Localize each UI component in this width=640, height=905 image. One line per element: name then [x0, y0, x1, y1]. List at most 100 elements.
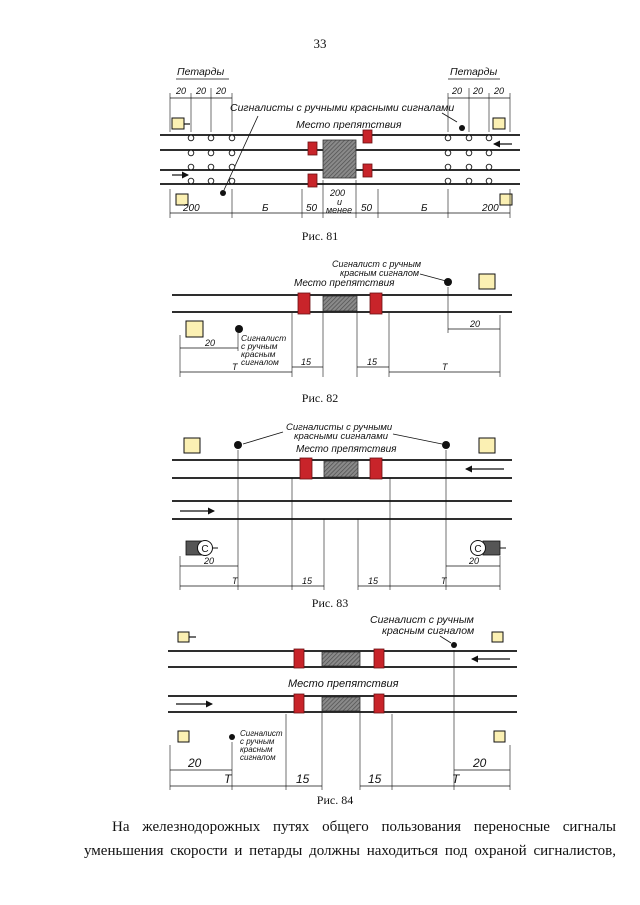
- leader-signalmen-right: [392, 433, 443, 445]
- dim-200-center-l3: менее: [326, 205, 352, 215]
- label-obstacle: Место препятствия: [294, 278, 395, 289]
- label-signalman-top-l1: Сигналист с ручным: [370, 614, 474, 626]
- leader-signalman-top: [419, 273, 447, 282]
- dim-20-right: 20: [472, 756, 487, 770]
- stop-signal-3: [293, 693, 305, 714]
- signalman-top-right: [444, 278, 452, 286]
- figure-84: Сигналист с ручным красным сигналом Мест…: [168, 614, 517, 807]
- dim-20-b: 20: [195, 86, 206, 96]
- dims: [169, 650, 511, 790]
- label-signalman-left-l3: красным: [240, 745, 273, 754]
- obstacle-zone-top: [321, 651, 361, 667]
- dim-t-right: Т: [452, 772, 461, 786]
- stop-signal-4: [362, 163, 373, 178]
- label-obstacle: Место препятствия: [296, 444, 397, 455]
- reduce-speed-signal-bottom-left: [185, 320, 204, 338]
- reduce-speed-signal-top-right: [492, 117, 506, 130]
- body-line-1: На железнодорожных путях общего пользова…: [112, 819, 616, 835]
- obstacle-zone-bottom: [321, 696, 361, 712]
- petards-right: [444, 134, 493, 185]
- dim-200-right: 200: [481, 203, 499, 214]
- stop-signal-1: [307, 141, 318, 156]
- stop-signal-3: [362, 129, 373, 144]
- reduce-speed-signal-bottom-left: [177, 730, 190, 743]
- obstacle-zone: [322, 139, 357, 179]
- label-signalman-left-l4: сигналом: [240, 753, 276, 762]
- obstacle-zone: [322, 295, 358, 312]
- reduce-speed-signal-bottom-right: [499, 193, 513, 206]
- dim-20-e: 20: [472, 86, 483, 96]
- leader-signalman-top: [439, 635, 452, 644]
- dims: [179, 450, 501, 590]
- signalman-bottom-left: [235, 325, 243, 333]
- leader-signalmen-right: [441, 112, 458, 123]
- dim-15-left: 15: [302, 576, 313, 586]
- stop-signal-left: [297, 292, 311, 315]
- label-signalmen-l1: Сигналисты с ручными: [286, 422, 393, 433]
- dim-20-d: 20: [451, 86, 462, 96]
- body-line-2: уменьшения скорости и петарды должны нах…: [84, 843, 616, 859]
- label-obstacle: Место препятствия: [288, 678, 399, 690]
- stop-signal-4: [373, 693, 385, 714]
- stop-signal-right: [369, 292, 383, 315]
- dim-t-left: Т: [224, 772, 233, 786]
- stop-signal-2: [373, 648, 385, 669]
- dim-50-left: 50: [306, 203, 318, 214]
- speed-sign-left: С: [185, 540, 218, 556]
- speed-letter-right: С: [474, 544, 481, 555]
- reduce-speed-signal-top-left: [183, 437, 201, 454]
- dim-15-right: 15: [367, 357, 378, 367]
- dim-20-f: 20: [493, 86, 504, 96]
- signalman-top-left: [234, 441, 242, 449]
- petard-dims-left: 20 20 20: [169, 86, 233, 132]
- petards-left: [187, 134, 236, 185]
- signalman-top-right: [459, 125, 465, 131]
- page-number: 33: [313, 36, 327, 51]
- dim-20-c: 20: [215, 86, 226, 96]
- reduce-speed-signal-top-right: [491, 631, 504, 643]
- stop-signal-2: [307, 173, 318, 188]
- obstacle-zone: [323, 460, 359, 478]
- label-signalman-left-l1: Сигналист: [241, 333, 286, 343]
- caption-fig-84: Рис. 84: [317, 793, 353, 807]
- caption-fig-81: Рис. 81: [302, 229, 338, 243]
- dim-20-left: 20: [203, 556, 214, 566]
- dim-t-left: Т: [232, 576, 239, 586]
- dim-200-center-l2: и: [337, 197, 342, 207]
- stop-signal-1: [293, 648, 305, 669]
- figure-83: Сигналисты с ручными красными сигналами …: [172, 422, 512, 610]
- dims: [179, 287, 501, 377]
- dim-20-right: 20: [468, 556, 479, 566]
- label-signalman-left-l1: Сигналист: [240, 729, 283, 738]
- label-signalman-top-l1: Сигналист с ручным: [332, 259, 421, 269]
- label-signalmen: Сигналисты с ручными красными сигналами: [230, 102, 454, 114]
- speed-letter-left: С: [201, 544, 208, 555]
- dim-t-left: Т: [232, 362, 239, 372]
- label-petardy-left: Петарды: [177, 66, 224, 78]
- label-signalman-left-l2: с ручным: [240, 737, 275, 746]
- dim-b-left: Б: [262, 203, 269, 214]
- dim-t-right: Т: [441, 576, 448, 586]
- signalman-top-right: [451, 642, 457, 648]
- body-paragraph: На железнодорожных путях общего пользова…: [84, 815, 616, 863]
- label-signalman-left-l2: с ручным: [241, 341, 278, 351]
- signalman-bottom-left: [220, 190, 226, 196]
- dim-20-left: 20: [187, 756, 202, 770]
- label-petardy-right: Петарды: [450, 66, 497, 78]
- dim-200-center-l1: 200: [329, 188, 345, 198]
- dim-20-left: 20: [204, 338, 215, 348]
- petard-dims-right: 20 20 20: [447, 86, 511, 132]
- dim-15-right: 15: [368, 772, 382, 786]
- label-signalman-left-l3: красным: [241, 349, 276, 359]
- signalman-bottom-left: [229, 734, 235, 740]
- reduce-speed-signal-bottom-left: [175, 193, 189, 206]
- dim-15-left: 15: [301, 357, 312, 367]
- dim-20-a: 20: [175, 86, 186, 96]
- reduce-speed-signal-top-right: [478, 437, 496, 454]
- dim-b-right: Б: [421, 203, 428, 214]
- dim-t-right: Т: [442, 362, 449, 372]
- reduce-speed-signal-top-left: [177, 631, 190, 643]
- speed-sign-right: С: [470, 540, 506, 556]
- label-signalmen-l2: красными сигналами: [294, 431, 389, 442]
